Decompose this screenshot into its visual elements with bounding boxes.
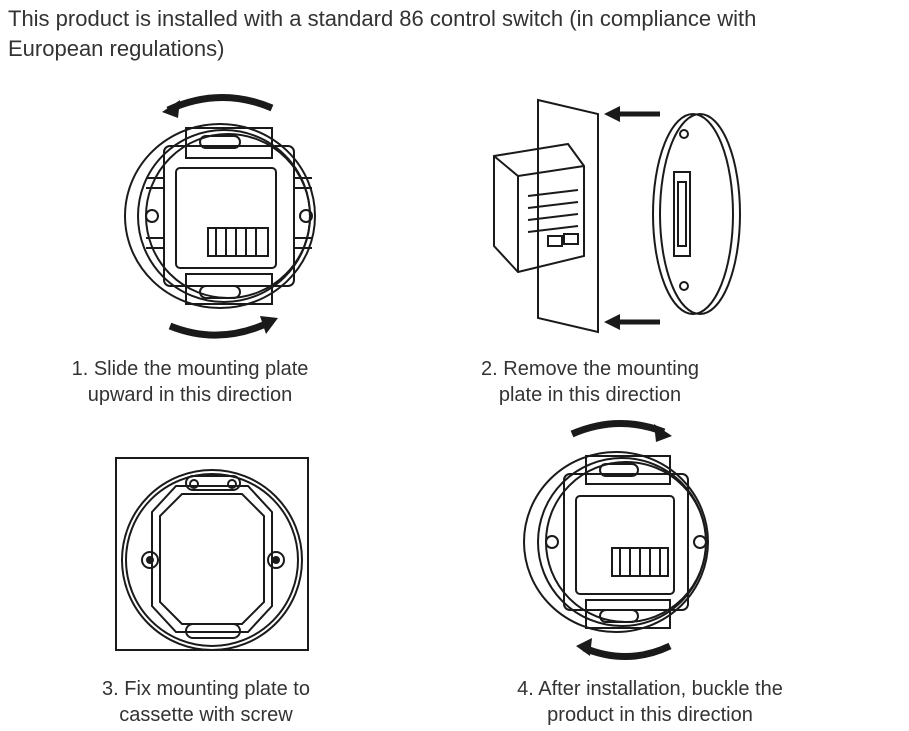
intro-line-2: European regulations) [8,36,225,61]
step1-caption: 1. Slide the mounting plate upward in th… [71,358,309,406]
step4-illustration [523,420,709,660]
intro-line-1: This product is installed with a standar… [8,6,757,31]
step2-illustration [493,98,741,334]
rotate-arrow-icon [166,94,274,114]
intro-text: This product is installed with a standar… [8,4,908,64]
step2-caption: 2. Remove the mounting plate in this dir… [481,358,699,406]
step4-caption: 4. After installation, buckle the produc… [517,678,783,726]
step3-caption: 3. Fix mounting plate to cassette with s… [102,678,310,726]
step1-illustration [124,94,316,339]
step3-illustration [115,457,309,651]
